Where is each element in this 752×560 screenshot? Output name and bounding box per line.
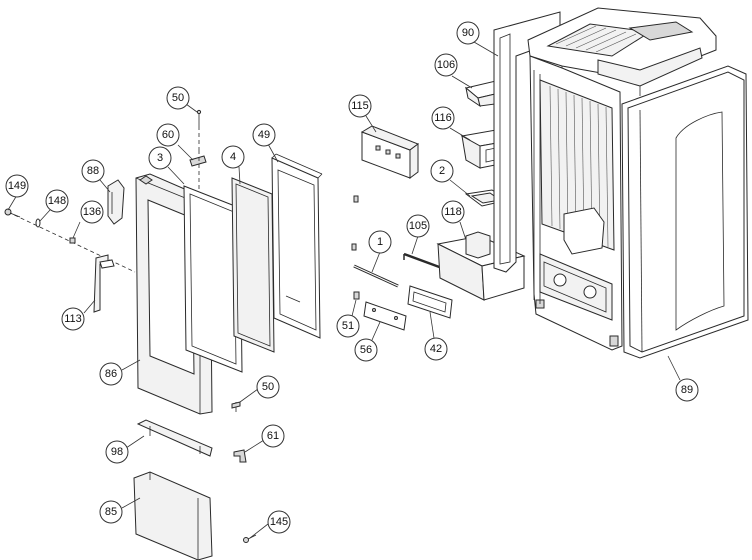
callout-89: 89 xyxy=(675,378,699,402)
callout-49-label: 49 xyxy=(258,129,270,141)
callout-1-label: 1 xyxy=(377,236,383,248)
bracket-61 xyxy=(233,449,247,463)
pin-50-bottom xyxy=(231,401,241,412)
callout-61-label: 61 xyxy=(267,430,279,442)
callout-115: 115 xyxy=(348,94,372,118)
callout-118-label: 118 xyxy=(444,206,462,218)
callout-51: 51 xyxy=(336,314,360,338)
callout-90-label: 90 xyxy=(462,27,474,39)
callout-106: 106 xyxy=(434,53,458,77)
control-box-115 xyxy=(360,125,420,179)
callout-98: 98 xyxy=(105,440,129,464)
callout-86-label: 86 xyxy=(105,368,117,380)
callout-50-top-label: 50 xyxy=(172,92,184,104)
washer-148 xyxy=(35,218,41,228)
callout-98-label: 98 xyxy=(111,446,123,458)
callout-113-label: 113 xyxy=(64,313,82,325)
callout-51-label: 51 xyxy=(342,320,354,332)
callout-49: 49 xyxy=(252,123,276,147)
callout-1: 1 xyxy=(368,230,392,254)
callout-56-label: 56 xyxy=(360,344,372,356)
callout-60-label: 60 xyxy=(162,129,174,141)
callout-149-label: 149 xyxy=(8,180,26,192)
callout-50-bottom: 50 xyxy=(256,375,280,399)
plate-56 xyxy=(363,301,407,331)
ash-lip-98 xyxy=(136,419,213,457)
lower-cover-85 xyxy=(133,471,213,560)
door-gasket-3 xyxy=(183,185,243,373)
callout-115-label: 115 xyxy=(351,100,369,112)
callout-149: 149 xyxy=(5,174,29,198)
callout-148: 148 xyxy=(45,189,69,213)
callout-60: 60 xyxy=(156,123,180,147)
pin-50-top xyxy=(196,109,202,150)
callout-145-label: 145 xyxy=(270,516,288,528)
rear-side-panel-90 xyxy=(493,11,561,273)
screw-145 xyxy=(243,534,257,543)
callout-90: 90 xyxy=(456,21,480,45)
callout-113: 113 xyxy=(61,307,85,331)
right-side-panel-89 xyxy=(621,65,749,359)
callout-2: 2 xyxy=(430,159,454,183)
callout-50-top: 50 xyxy=(166,86,190,110)
rod-105 xyxy=(403,252,443,270)
leader-lines xyxy=(7,41,681,539)
callout-105-label: 105 xyxy=(409,220,427,232)
callout-106-label: 106 xyxy=(437,59,455,71)
callout-88-label: 88 xyxy=(87,165,99,177)
grate-42 xyxy=(407,285,453,319)
callout-116: 116 xyxy=(431,106,455,130)
clip-51 xyxy=(353,291,360,300)
stove-body-frame xyxy=(529,55,623,351)
callout-89-label: 89 xyxy=(681,384,693,396)
callout-42-label: 42 xyxy=(430,343,442,355)
callout-136: 136 xyxy=(80,200,104,224)
callout-85: 85 xyxy=(99,500,123,524)
callout-88: 88 xyxy=(81,159,105,183)
nut-136 xyxy=(69,237,76,244)
clip-upper xyxy=(353,195,359,203)
callout-4-label: 4 xyxy=(230,151,236,163)
door-inner-panel-49 xyxy=(271,153,323,339)
callout-86: 86 xyxy=(99,362,123,386)
callout-2-label: 2 xyxy=(439,165,445,177)
callout-116-label: 116 xyxy=(434,112,452,124)
door-handle-88 xyxy=(107,179,125,225)
callout-3: 3 xyxy=(148,146,172,170)
callout-56: 56 xyxy=(354,338,378,362)
callout-148-label: 148 xyxy=(48,195,66,207)
rod-1 xyxy=(353,264,399,288)
callout-50-bottom-label: 50 xyxy=(262,381,274,393)
callout-136-label: 136 xyxy=(83,206,101,218)
callout-61: 61 xyxy=(261,424,285,448)
clip-middle xyxy=(351,243,357,251)
stove-top xyxy=(527,7,717,96)
screw-149 xyxy=(4,208,21,218)
callout-118: 118 xyxy=(441,200,465,224)
callout-85-label: 85 xyxy=(105,506,117,518)
callout-105: 105 xyxy=(406,214,430,238)
hinge-60 xyxy=(189,150,207,190)
door-latch-113 xyxy=(93,254,115,313)
callout-42: 42 xyxy=(424,337,448,361)
callout-145: 145 xyxy=(267,510,291,534)
callout-4: 4 xyxy=(221,145,245,169)
callout-3-label: 3 xyxy=(157,152,163,164)
door-glass-4 xyxy=(231,177,275,353)
